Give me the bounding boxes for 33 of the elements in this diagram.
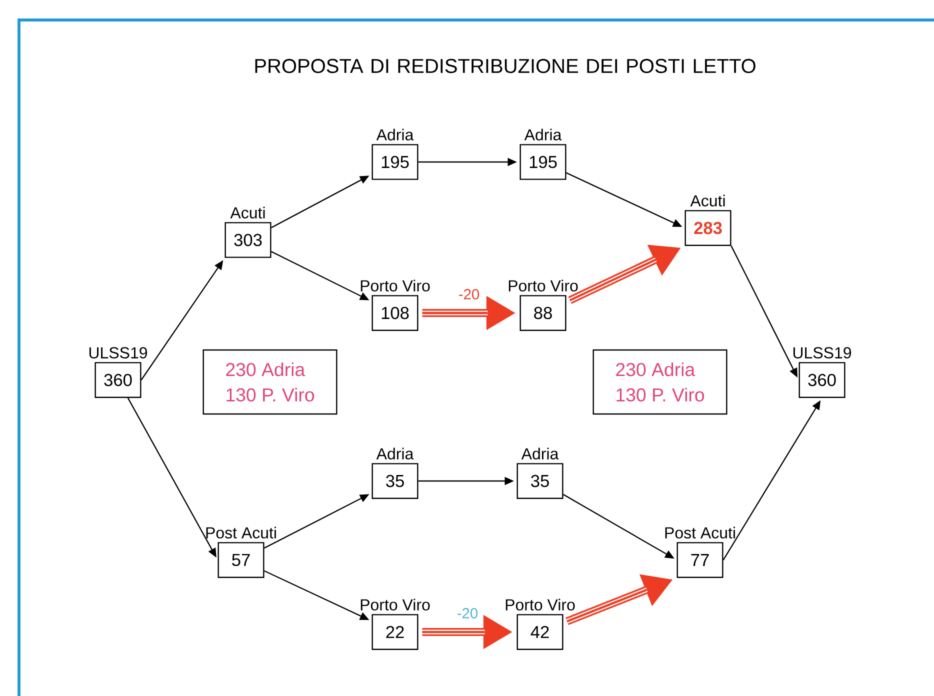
number-box: 195 <box>372 144 418 180</box>
number-box: 35 <box>516 463 564 499</box>
box-heading: Acuti <box>230 206 265 218</box>
number-box: 77 <box>676 542 724 578</box>
edge-label: -20 <box>456 606 480 620</box>
number-box: 195 <box>520 144 566 180</box>
note-box: 230 Adria 130 P. Viro <box>592 349 728 415</box>
box-heading: Adria <box>376 128 414 140</box>
number-box: 35 <box>372 463 418 499</box>
number-box: 22 <box>372 614 418 650</box>
number-box: 57 <box>218 542 264 578</box>
number-box: 283 <box>684 210 732 246</box>
box-heading: Post Acuti <box>665 526 735 538</box>
box-heading: Porto Viro <box>360 280 430 292</box>
box-heading: Adria <box>524 128 562 140</box>
number-box: 303 <box>224 222 272 258</box>
edge-label: -20 <box>457 288 481 301</box>
box-heading: Adria <box>521 448 559 460</box>
box-heading: ULSS19 <box>89 347 148 358</box>
box-heading: Porto Viro <box>360 598 430 610</box>
box-heading: Adria <box>376 448 414 460</box>
title: PROPOSTA DI REDISTRIBUZIONE DEI POSTI LETTO <box>255 58 756 74</box>
box-heading: Acuti <box>690 194 725 206</box>
box-heading: Post Acuti <box>206 526 276 538</box>
number-box: 360 <box>94 362 142 398</box>
box-heading: Porto Viro <box>508 280 578 292</box>
number-box: 108 <box>372 295 418 331</box>
number-box: 42 <box>516 614 564 650</box>
number-box: 88 <box>520 295 566 331</box>
box-heading: ULSS19 <box>793 347 852 358</box>
note-box: 230 Adria 130 P. Viro <box>202 349 338 415</box>
box-heading: Porto Viro <box>506 598 575 610</box>
number-box: 360 <box>798 362 846 398</box>
